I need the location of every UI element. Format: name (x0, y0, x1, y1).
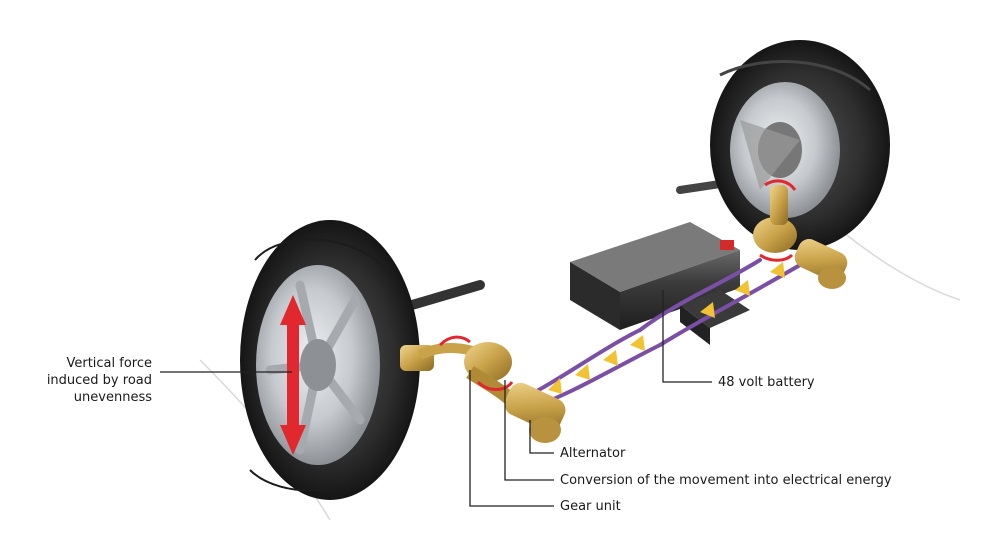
vertical-force-arrow (280, 295, 306, 455)
alternator-rear (794, 239, 848, 289)
label-vertical-force-line3: unevenness (73, 390, 152, 405)
battery-48v (570, 222, 740, 330)
rotation-arrows-rear (759, 179, 797, 262)
gear-unit-rear (753, 185, 797, 253)
alternator-front (504, 382, 566, 443)
leader-alternator (529, 420, 554, 454)
label-vertical-force: Vertical force induced by road unevennes… (20, 355, 152, 406)
label-conversion: Conversion of the movement into electric… (560, 473, 892, 488)
label-alternator: Alternator (560, 446, 626, 461)
energy-flow-arrows (548, 262, 785, 394)
front-wheel (240, 220, 420, 500)
leader-lines (160, 290, 712, 507)
label-vertical-force-line2: induced by road (46, 373, 152, 388)
label-vertical-force-line1: Vertical force (66, 356, 152, 371)
rotation-arrows-front (438, 335, 514, 391)
label-battery: 48 volt battery (718, 375, 815, 390)
leader-battery (662, 290, 712, 383)
label-gear-unit: Gear unit (560, 499, 621, 514)
leader-conversion (504, 380, 554, 481)
rear-wheel (710, 40, 890, 250)
leader-gear-unit (469, 370, 554, 507)
